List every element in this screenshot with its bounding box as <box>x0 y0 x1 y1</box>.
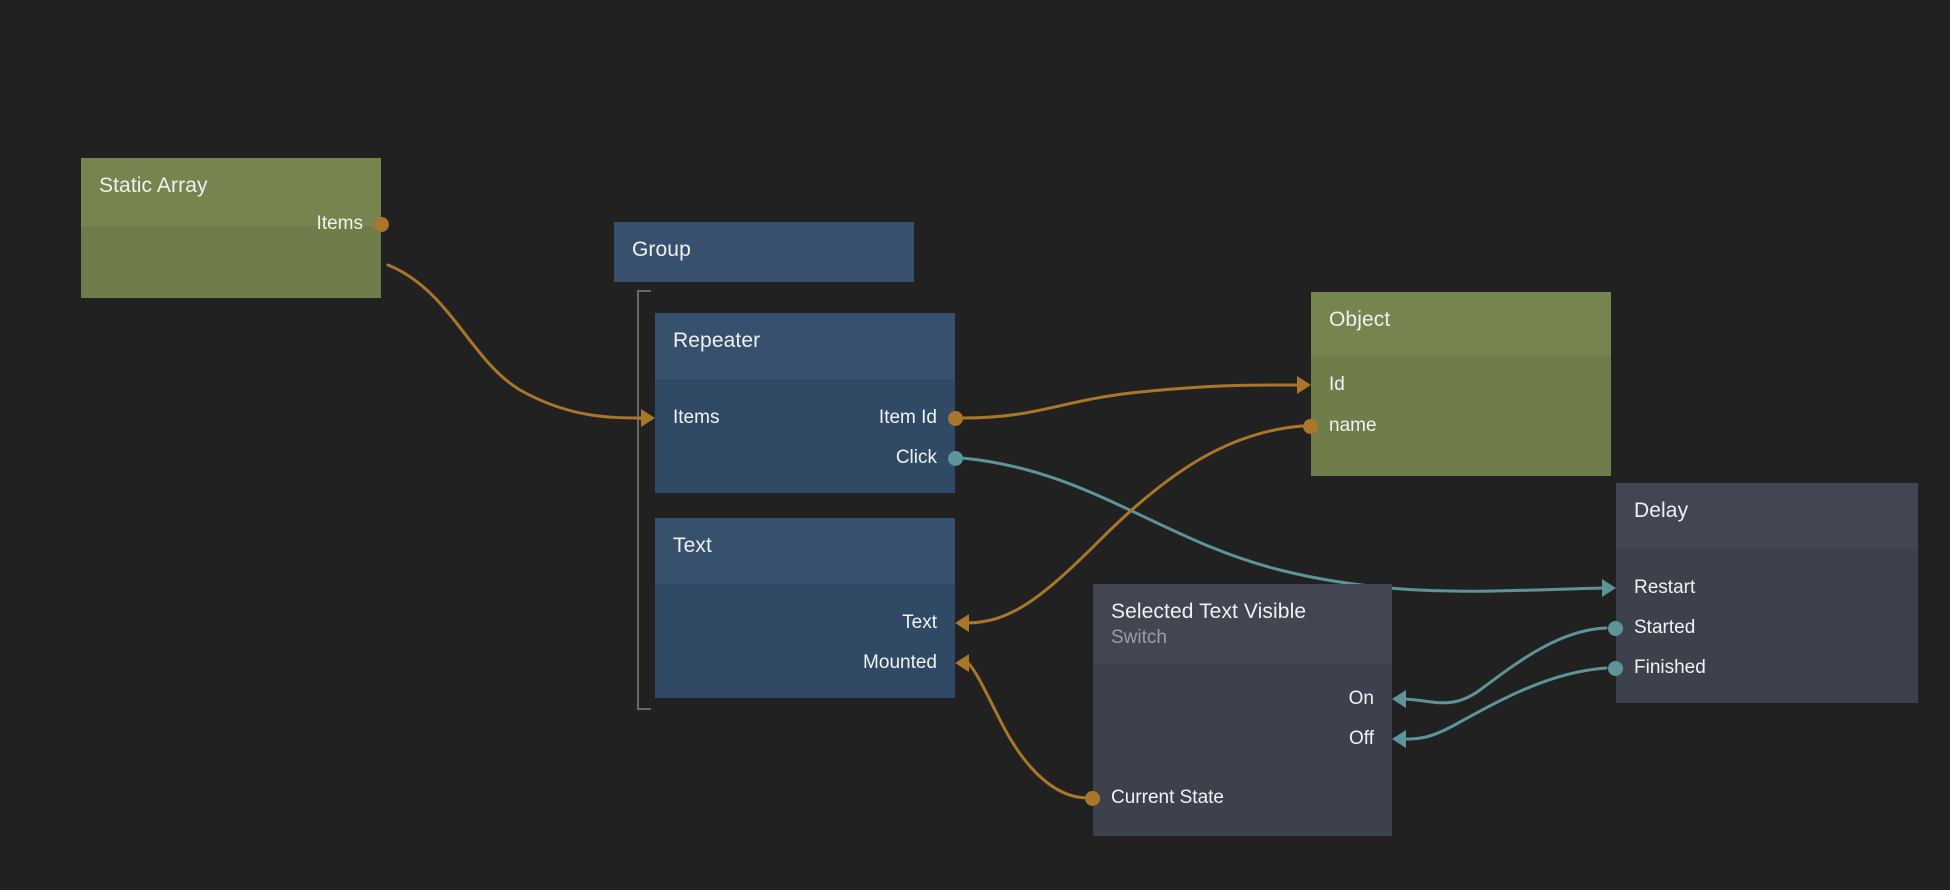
node-body-static-array <box>81 226 381 298</box>
port-delay-finished[interactable]: Finished <box>1634 657 1706 678</box>
port-connector-text-text[interactable] <box>955 614 969 632</box>
port-connector-selected-text-visible-on[interactable] <box>1392 690 1406 708</box>
node-body-text <box>655 584 955 698</box>
node-subtitle-selected-text-visible: Switch <box>1111 627 1167 648</box>
wire-repeater-Click-to-delay-Restart[interactable] <box>960 456 1608 593</box>
node-title-group: Group <box>632 238 691 261</box>
port-object-name[interactable]: name <box>1329 415 1377 436</box>
node-body-delay <box>1616 549 1918 703</box>
port-connector-selected-text-visible-off[interactable] <box>1392 730 1406 748</box>
wire-delay-Started-to-selected-text-visible-On[interactable] <box>1400 626 1608 705</box>
port-repeater-items[interactable]: Items <box>673 407 720 428</box>
node-header-delay[interactable]: Delay <box>1616 483 1918 549</box>
node-title-selected-text-visible: Selected Text Visible <box>1111 600 1307 623</box>
group-guide-bracket <box>637 290 651 710</box>
node-group[interactable]: Group <box>614 222 914 282</box>
node-body-repeater <box>655 379 955 493</box>
wire-static-array-Items-to-repeater-Items[interactable] <box>386 263 647 420</box>
port-text-mounted[interactable]: Mounted <box>863 652 937 673</box>
node-header-group[interactable]: Group <box>614 222 914 282</box>
port-connector-delay-started[interactable] <box>1608 621 1623 636</box>
port-selected-text-visible-current-state[interactable]: Current State <box>1111 787 1224 808</box>
port-connector-delay-restart[interactable] <box>1602 579 1616 597</box>
node-title-text: Text <box>673 534 712 557</box>
port-connector-static-array-items[interactable] <box>374 217 389 232</box>
node-header-static-array[interactable]: Static Array <box>81 158 381 226</box>
port-connector-repeater-item-id[interactable] <box>948 411 963 426</box>
port-connector-repeater-click[interactable] <box>948 451 963 466</box>
node-body-selected-text-visible <box>1093 664 1392 836</box>
node-title-delay: Delay <box>1634 499 1689 522</box>
node-header-object[interactable]: Object <box>1311 292 1611 356</box>
wire-selected-text-visible-Current-State-to-text-Mounted[interactable] <box>966 661 1090 800</box>
port-connector-text-mounted[interactable] <box>955 654 969 672</box>
wire-repeater-Item-Id-to-object-Id[interactable] <box>960 383 1302 420</box>
port-connector-object-id[interactable] <box>1297 376 1311 394</box>
port-repeater-item-id[interactable]: Item Id <box>878 407 937 428</box>
port-selected-text-visible-on[interactable]: On <box>1348 688 1374 709</box>
port-connector-selected-text-visible-current-state[interactable] <box>1085 791 1100 806</box>
port-connector-object-name[interactable] <box>1303 419 1318 434</box>
node-title-static-array: Static Array <box>99 174 208 197</box>
node-title-object: Object <box>1329 308 1391 331</box>
port-selected-text-visible-off[interactable]: Off <box>1349 728 1374 749</box>
wire-delay-Finished-to-selected-text-visible-Off[interactable] <box>1400 666 1608 741</box>
node-title-repeater: Repeater <box>673 329 761 352</box>
port-delay-started[interactable]: Started <box>1634 617 1696 638</box>
node-header-repeater[interactable]: Repeater <box>655 313 955 379</box>
port-delay-restart[interactable]: Restart <box>1634 577 1696 598</box>
port-connector-repeater-items[interactable] <box>641 409 655 427</box>
port-text-text[interactable]: Text <box>902 612 937 633</box>
node-header-text[interactable]: Text <box>655 518 955 584</box>
port-connector-delay-finished[interactable] <box>1608 661 1623 676</box>
port-static-array-items[interactable]: Items <box>316 213 363 234</box>
node-body-object <box>1311 356 1611 476</box>
port-repeater-click[interactable]: Click <box>895 447 937 468</box>
port-object-id[interactable]: Id <box>1329 374 1345 395</box>
